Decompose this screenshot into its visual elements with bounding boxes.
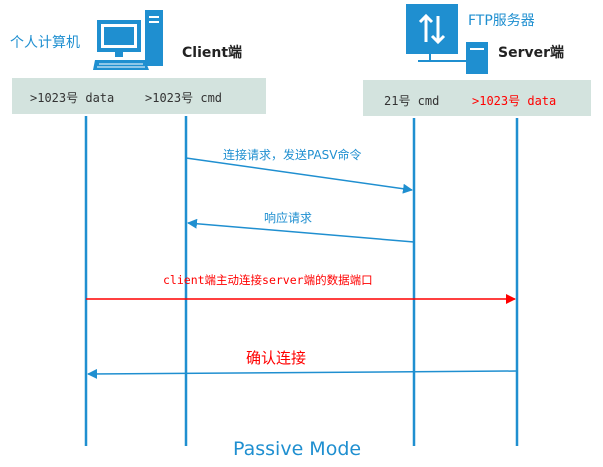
response-arrow — [187, 218, 415, 243]
client-data-port: >1023号 data — [30, 91, 115, 105]
server-data-port: >1023号 data — [472, 94, 557, 108]
server-cmd-port: 21号 cmd — [384, 94, 440, 108]
mode-title: Passive Mode — [233, 438, 362, 460]
server-port-box — [363, 80, 591, 116]
pasv-request-label: 连接请求，发送PASV命令 — [223, 148, 362, 162]
client-cmd-port: >1023号 cmd — [145, 91, 223, 105]
computer-icon — [93, 8, 165, 78]
pasv-request-arrow — [185, 157, 413, 194]
response-label: 响应请求 — [264, 211, 313, 225]
client-name: Client端 — [182, 45, 243, 61]
server-name: Server端 — [498, 45, 565, 61]
client-caption: 个人计算机 — [10, 35, 80, 51]
data-connect-label: client端主动连接server端的数据端口 — [163, 273, 373, 287]
confirm-label: 确认连接 — [246, 349, 307, 367]
server-caption: FTP服务器 — [468, 13, 535, 29]
confirm-arrow — [87, 368, 518, 379]
server-icon — [406, 4, 492, 78]
client-port-box — [12, 78, 266, 114]
